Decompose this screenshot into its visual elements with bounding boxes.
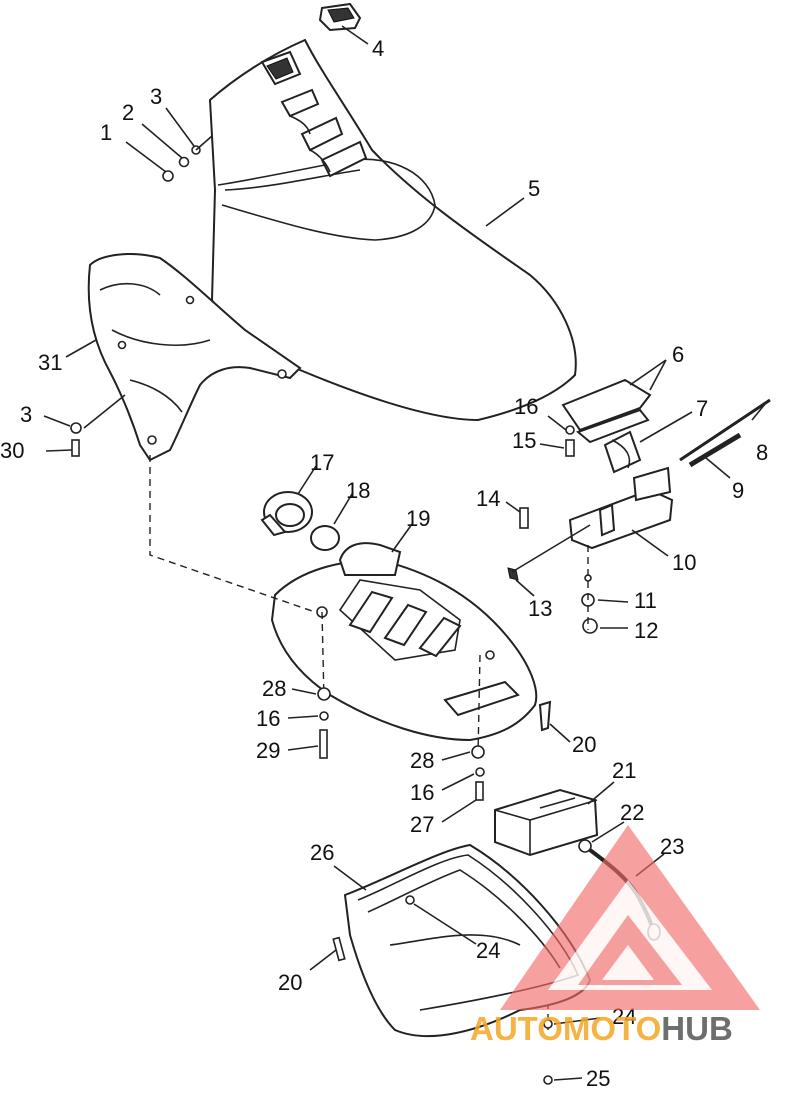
duct-part-31 [87, 253, 302, 462]
callout-3-top: 3 [150, 84, 162, 109]
watermark-text: AUTOMOTOHUB [470, 1010, 733, 1047]
automotohub-watermark: AUTOMOTOHUB [470, 825, 760, 1047]
callout-20-left: 20 [278, 970, 302, 995]
callout-9: 9 [732, 478, 744, 503]
callout-13: 13 [528, 596, 552, 621]
callout-16-upper: 16 [514, 394, 538, 419]
callout-2: 2 [122, 100, 134, 125]
watermark-hub: HUB [661, 1010, 733, 1047]
callout-19: 19 [406, 506, 430, 531]
callout-26: 26 [310, 840, 334, 865]
callout-labels: 1 2 3 4 5 31 3 30 6 7 8 9 16 15 14 10 13… [0, 36, 768, 1091]
callout-3-left: 3 [20, 402, 32, 427]
callout-1: 1 [100, 120, 112, 145]
leader-lines [43, 25, 766, 1081]
callout-12: 12 [634, 618, 658, 643]
callout-8: 8 [756, 440, 768, 465]
callout-11: 11 [634, 588, 657, 613]
fasteners-1-2-3 [162, 135, 213, 182]
callout-20-right: 20 [572, 732, 596, 757]
callout-5: 5 [528, 176, 540, 201]
callout-17: 17 [310, 450, 334, 475]
latch-part-4 [318, 2, 362, 32]
callout-18: 18 [346, 478, 370, 503]
callout-14: 14 [476, 486, 500, 511]
intake-cover-part-19 [270, 542, 538, 742]
callout-4: 4 [372, 36, 384, 61]
latch-assembly-6-10 [507, 378, 771, 634]
callout-23: 23 [660, 834, 684, 859]
grommets-17-18 [260, 491, 340, 551]
callout-25: 25 [586, 1066, 610, 1091]
callout-16-left: 16 [256, 706, 280, 731]
callout-10: 10 [672, 550, 696, 575]
box-part-21 [494, 788, 599, 857]
callout-29: 29 [256, 738, 280, 763]
callout-21: 21 [612, 758, 636, 783]
fasteners-3-30 [70, 394, 126, 457]
watermark-moto: MOTO [563, 1010, 661, 1047]
watermark-auto: AUTO [470, 1010, 563, 1047]
hardware-stacks [317, 687, 552, 801]
callout-30: 30 [0, 438, 24, 463]
callout-28-left: 28 [262, 676, 286, 701]
callout-6: 6 [672, 342, 684, 367]
callout-28-right: 28 [410, 748, 434, 773]
callout-15: 15 [512, 428, 536, 453]
callout-27: 27 [410, 812, 434, 837]
callout-31: 31 [38, 350, 62, 375]
callout-24-mid: 24 [476, 938, 500, 963]
seat-cowl-part-5 [208, 38, 577, 422]
callout-7: 7 [696, 396, 708, 421]
callout-16-right: 16 [410, 780, 434, 805]
watermark-triangle-logo [500, 825, 760, 1010]
callout-22: 22 [620, 800, 644, 825]
